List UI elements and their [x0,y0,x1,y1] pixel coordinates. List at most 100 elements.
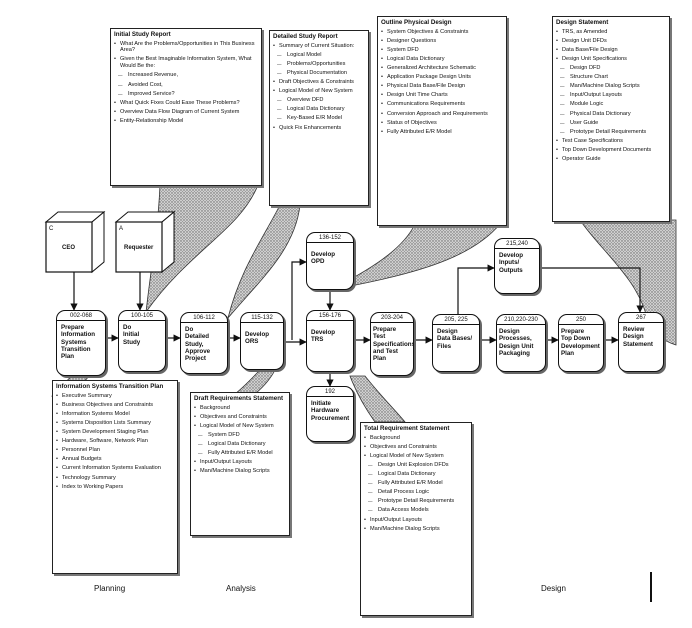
ceo-entity-cube [44,210,106,274]
requester-code: A [119,226,124,232]
list-item: System Development Staging Plan [56,429,174,436]
list-item: Man/Machine Dialog Scripts [194,468,286,475]
list-item: System Objectives & Constraints [381,29,503,36]
list-item: Physical Documentation [273,70,365,77]
list-item: System DFD [194,432,286,439]
process-number: 115-132 [241,313,283,323]
list-item: Input/Output Layouts [194,459,286,466]
process-label: Develop OPD [311,251,336,266]
process-initial-study: 100-105 Do Initial Study [118,310,166,372]
list-item: Input/Output Layouts [556,92,666,99]
callout-draft-requirements [233,369,276,395]
list-item: Information Systems Model [56,411,174,418]
process-develop-inputs-outputs: 215,240 Develop Inputs/ Outputs [494,238,540,294]
list-item: Fully Attributed E/R Model [194,450,286,457]
process-detailed-study: 106-112 Do Detailed Study, Approve Proje… [180,312,228,374]
callout-outline-physical [329,223,501,291]
box-title: Information Systems Transition Plan [56,383,164,390]
process-design-data-bases: 205, 225 Design Data Bases/ Files [432,314,480,372]
list-item: Background [194,405,286,412]
list-item: Man/Machine Dialog Scripts [364,526,468,533]
list-item: Logical Data Dictionary [194,441,286,448]
process-review-design: 267 Review Design Statement [618,312,664,372]
list-item: Physical Data Dictionary [556,111,666,118]
draft-requirements-box: Draft Requirements StatementBackgroundOb… [190,392,290,536]
process-label: Initiate Hardware Procurement [311,400,350,422]
list-item: Given the Best Imaginable Information Sy… [114,56,258,70]
process-hardware-procurement: 192 Initiate Hardware Procurement [306,386,354,442]
requester-label: Requester [124,245,154,251]
list-item: Objectives and Constraints [364,444,468,451]
list-item: Logical Model of New System [194,423,286,430]
list-item: Technology Summary [56,475,174,482]
process-number: 106-112 [181,313,227,323]
list-item: Overview Data Flow Diagram of Current Sy… [114,109,258,116]
list-item: What Quick Fixes Could Ease These Proble… [114,100,258,107]
process-number: 002-068 [57,311,105,321]
flow-database-to-inputs [457,264,495,314]
process-number: 203-204 [371,313,413,323]
process-label: Prepare Top Down Development Plan [561,328,600,357]
box-title: Initial Study Report [114,31,171,38]
list-item: Fully Attributed E/R Model [364,480,468,487]
list-item: TRS, as Amended [556,29,666,36]
transition-plan-box: Information Systems Transition PlanExecu… [52,380,178,574]
list-item: Structure Chart [556,74,666,81]
process-number: 156-176 [307,311,353,321]
process-label: Develop TRS [311,329,336,344]
list-item: Design DFD [556,65,666,72]
list-item: Logical Model of New System [273,88,365,95]
list-item: Increased Revenue, [114,72,258,79]
process-transition-plan: 002-068 Prepare Information Systems Tran… [56,310,106,376]
phase-divider [650,572,652,602]
list-item: Quick Fix Enhancements [273,125,365,132]
list-item: Man/Machine Dialog Scripts [556,83,666,90]
list-item: Business Objectives and Constraints [56,402,174,409]
initial-study-report-box: Initial Study ReportWhat Are the Problem… [110,28,262,186]
list-item: Generalized Architecture Schematic [381,65,503,72]
process-develop-trs: 156-176 Develop TRS [306,310,354,372]
list-item: Test Case Specifications [556,138,666,145]
list-item: Data Base/File Design [556,47,666,54]
total-requirement-box: Total Requirement StatementBackgroundObj… [360,422,472,616]
callout-total-requirement [349,375,406,423]
list-item: Executive Summary [56,393,174,400]
phase-planning: Planning [94,584,126,593]
list-item: Objectives and Constraints [194,414,286,421]
list-item: Prototype Detail Requirements [364,498,468,505]
process-number: 250 [559,315,603,325]
process-number: 267 [619,313,663,323]
list-item: Logical Model of New System [364,453,468,460]
box-title: Total Requirement Statement [364,425,450,432]
process-label: Design Processes, Design Unit Packaging [499,328,534,357]
list-item: Improved Service? [114,91,258,98]
list-item: Detail Process Logic [364,489,468,496]
list-item: Design Unit Explosion DFDs [364,462,468,469]
list-item: Systems Disposition Lists Summary [56,420,174,427]
phase-analysis: Analysis [226,584,256,593]
list-item: Personnel Plan [56,447,174,454]
list-item: Design Unit DFDs [556,38,666,45]
process-number: 215,240 [495,239,539,249]
list-item: Logical Data Dictionary [273,106,365,113]
process-label: Develop Inputs/ Outputs [499,252,524,274]
list-item: Data Access Models [364,507,468,514]
process-label: Develop ORS [245,331,270,346]
box-title: Draft Requirements Statement [194,395,284,402]
list-item: Key-Based E/R Model [273,115,365,122]
list-item: Current Information Systems Evaluation [56,465,174,472]
list-item: Prototype Detail Requirements [556,129,666,136]
list-item: Input/Output Layouts [364,517,468,524]
list-item: Physical Data Base/File Design [381,83,503,90]
list-item: Problems/Opportunities [273,61,365,68]
callout-detailed-study [227,204,301,319]
detailed-study-report-box: Detailed Study ReportSummary of Current … [269,30,369,206]
list-item: Fully Attributed E/R Model [381,129,503,136]
list-item: Logical Data Dictionary [364,471,468,478]
list-item: Design Unit Time Charts [381,92,503,99]
list-item: Draft Objectives & Constraints [273,79,365,86]
ceo-code: C [49,226,54,232]
design-statement-box: Design StatementTRS, as AmendedDesign Un… [552,16,670,222]
list-item: Operator Guide [556,156,666,163]
